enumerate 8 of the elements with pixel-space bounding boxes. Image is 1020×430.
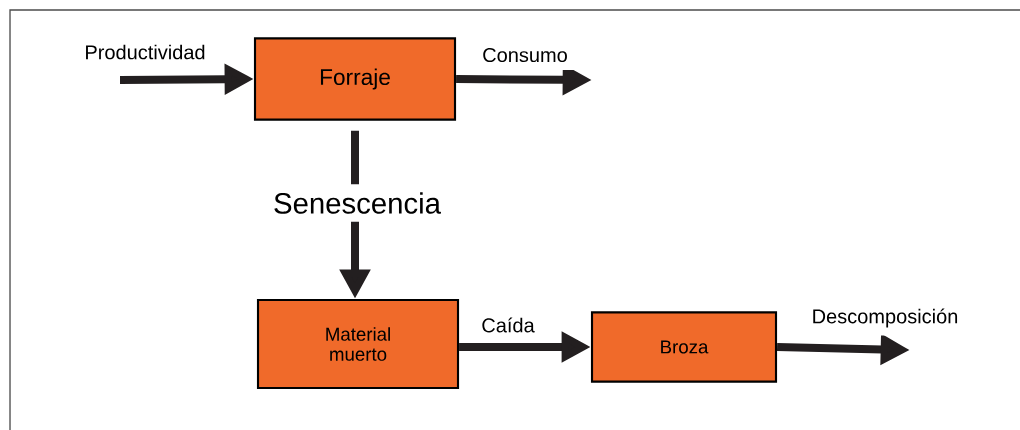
process-box: Broza bbox=[590, 311, 778, 383]
edge-label: Consumo bbox=[474, 39, 576, 71]
process-box: Forraje bbox=[253, 37, 457, 121]
edge-label: Descomposición bbox=[803, 300, 967, 336]
edge-label: Senescencia bbox=[265, 184, 449, 222]
process-box: Material muerto bbox=[256, 298, 460, 390]
edge-label: Productividad bbox=[76, 36, 214, 68]
edge-label: Caída bbox=[473, 309, 543, 341]
